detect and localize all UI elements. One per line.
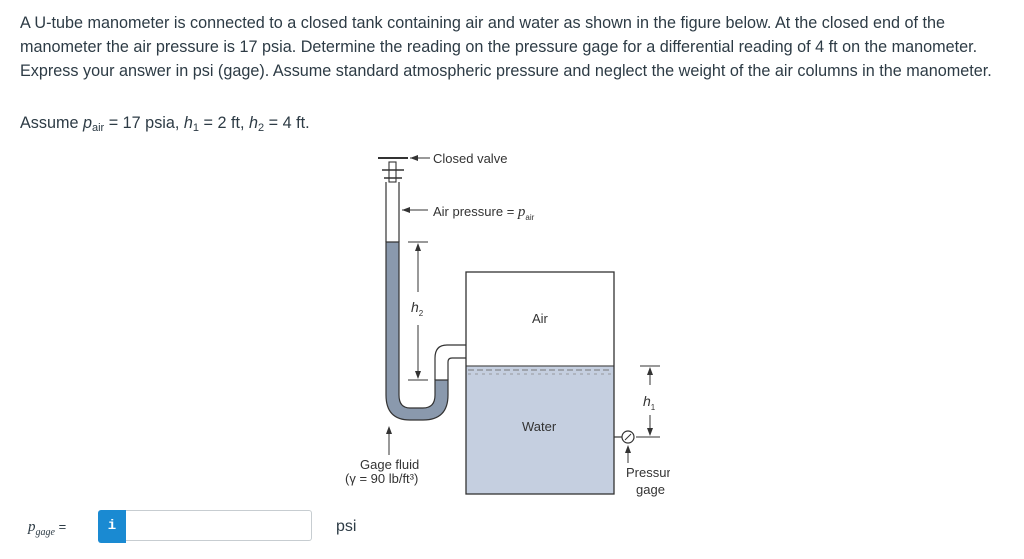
left-tube-upper (385, 182, 400, 242)
h1-label-sym: h (643, 393, 651, 409)
h1-symbol: h (183, 114, 193, 132)
valve-stem (388, 161, 397, 183)
p-air-value: = 17 psia, (104, 114, 184, 132)
h1-label: h1 (643, 393, 656, 412)
h1-arrow-up (647, 367, 653, 375)
closed-valve-label: Closed valve (433, 151, 507, 166)
problem-statement: A U-tube manometer is connected to a clo… (20, 14, 992, 80)
right-tube-connector (434, 344, 466, 380)
h1-arrow-down (647, 428, 653, 436)
h2-label-sym: h (411, 299, 419, 315)
h2-value: = 4 ft. (264, 114, 310, 132)
answer-unit: psi (336, 518, 357, 535)
answer-label: pgage = (28, 519, 66, 538)
tank-water (466, 366, 614, 494)
air-pressure-p: p (517, 204, 526, 220)
h2-arrow-up (415, 243, 421, 251)
gage-label: gage (636, 482, 665, 497)
gage-needle (624, 433, 632, 441)
h2-label: h2 (411, 299, 424, 318)
h2-arrow-down (415, 371, 421, 379)
air-label: Air (532, 311, 549, 326)
air-pressure-text: Air pressure = (433, 204, 518, 219)
manometer-figure: Closed valve Air pressure = pair h2 Air … (345, 151, 670, 497)
h1-label-sub: 1 (651, 403, 656, 412)
assume-prefix: Assume (20, 114, 83, 132)
air-pressure-sub: air (525, 213, 534, 222)
info-button[interactable]: i (98, 510, 126, 543)
water-label: Water (522, 419, 557, 434)
h1-subscript: 1 (192, 122, 200, 134)
answer-label-sub: gage (35, 527, 55, 538)
gage-fluid-label: Gage fluid (360, 457, 419, 472)
answer-label-equals: = (54, 519, 67, 534)
pressure-label: Pressure (626, 465, 670, 480)
h1-value: = 2 ft, (199, 114, 249, 132)
answer-label-p: p (28, 519, 36, 535)
answer-row: pgage = i psi (0, 508, 1024, 548)
tank (465, 271, 615, 495)
p-air-subscript: air (92, 122, 105, 134)
gage-fluid-arrow (386, 426, 392, 434)
gage-pointer-arrow (625, 445, 631, 453)
gage-fluid (385, 241, 449, 421)
h2-label-sub: 2 (419, 309, 424, 318)
answer-input[interactable] (126, 510, 312, 541)
air-pressure-arrow (402, 207, 410, 213)
h2-subscript: 2 (258, 122, 265, 134)
air-pressure-label: Air pressure = pair (433, 204, 535, 222)
p-air-symbol: p (82, 114, 92, 132)
valve-pointer-arrow (410, 155, 418, 161)
gage-fluid-gamma: (γ = 90 lb/ft³) (345, 471, 418, 486)
assumptions: Assume pair = 17 psia, h1 = 2 ft, h2 = 4… (20, 111, 310, 140)
h2-symbol: h (248, 114, 258, 132)
